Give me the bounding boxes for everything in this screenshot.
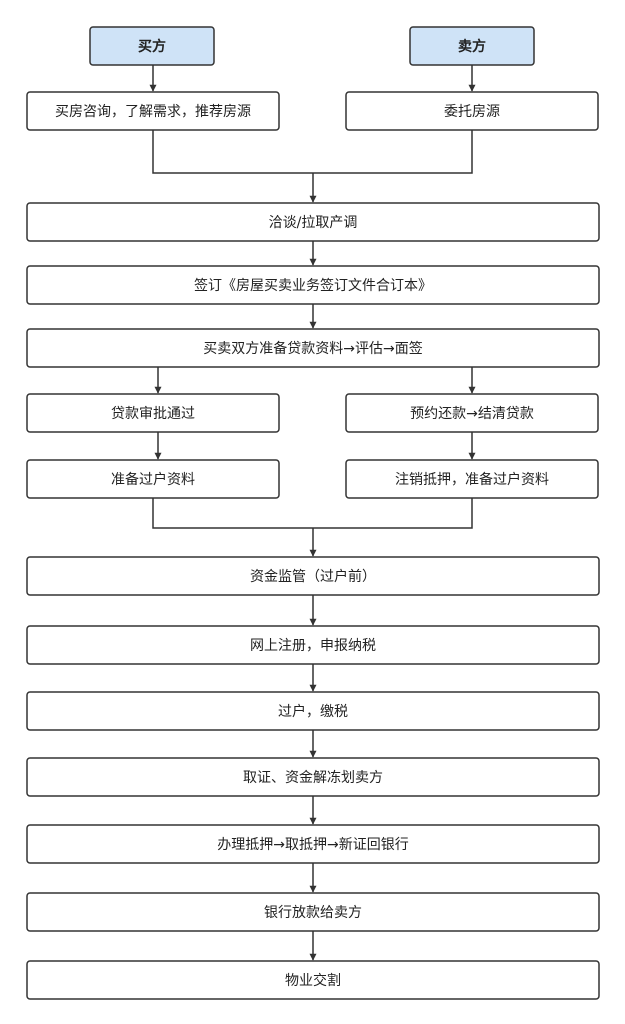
node-label: 贷款审批通过 <box>111 406 195 422</box>
merge-line-bottom <box>152 498 473 529</box>
node-handover: 物业交割 <box>26 960 600 1000</box>
node-bank-release: 银行放款给卖方 <box>26 892 600 932</box>
node-box <box>26 328 600 368</box>
node-box <box>345 91 599 131</box>
node-box <box>26 393 280 433</box>
node-seller-docs: 注销抵押，准备过户资料 <box>345 459 599 499</box>
node-online-reg: 网上注册，申报纳税 <box>26 625 600 665</box>
node-box <box>26 960 600 1000</box>
node-box <box>26 459 280 499</box>
node-box <box>26 202 600 242</box>
node-loan-approved: 贷款审批通过 <box>26 393 280 433</box>
node-box <box>89 26 215 66</box>
node-label: 买房咨询，了解需求，推荐房源 <box>55 104 251 120</box>
node-box <box>26 556 600 596</box>
node-box <box>26 757 600 797</box>
node-negotiate: 洽谈/拉取产调 <box>26 202 600 242</box>
node-buyer-consult: 买房咨询，了解需求，推荐房源 <box>26 91 280 131</box>
node-label: 银行放款给卖方 <box>264 905 362 921</box>
node-box <box>26 824 600 864</box>
node-buyer: 买方 <box>89 26 215 66</box>
node-escrow: 资金监管（过户前） <box>26 556 600 596</box>
node-label: 注销抵押，准备过户资料 <box>395 471 549 488</box>
node-sign: 签订《房屋买卖业务签订文件合订本》 <box>26 265 600 305</box>
node-label: 资金监管（过户前） <box>250 568 376 585</box>
node-prepare-loan: 买卖双方准备贷款资料→评估→面签 <box>26 328 600 368</box>
node-label: 买方 <box>138 38 166 55</box>
node-box <box>345 459 599 499</box>
node-buyer-docs: 准备过户资料 <box>26 459 280 499</box>
connector-layer <box>149 65 476 961</box>
node-box <box>409 26 535 66</box>
node-box <box>26 265 600 305</box>
merge-line-top <box>152 130 473 174</box>
node-box <box>345 393 599 433</box>
node-label: 取证、资金解冻划卖方 <box>243 769 383 786</box>
node-seller-list: 委托房源 <box>345 91 599 131</box>
node-label: 委托房源 <box>444 104 500 120</box>
node-label: 准备过户资料 <box>111 471 195 488</box>
node-transfer: 过户，缴税 <box>26 691 600 731</box>
node-label: 签订《房屋买卖业务签订文件合订本》 <box>194 277 432 294</box>
node-label: 过户，缴税 <box>278 703 348 720</box>
node-label: 卖方 <box>458 38 486 55</box>
node-label: 买卖双方准备贷款资料→评估→面签 <box>203 340 422 357</box>
node-label: 预约还款→结清贷款 <box>410 406 534 422</box>
node-box <box>26 892 600 932</box>
node-label: 洽谈/拉取产调 <box>269 215 358 231</box>
node-seller: 卖方 <box>409 26 535 66</box>
node-box <box>26 91 280 131</box>
node-repay-loan: 预约还款→结清贷款 <box>345 393 599 433</box>
node-box <box>26 691 600 731</box>
node-box <box>26 625 600 665</box>
node-label: 网上注册，申报纳税 <box>250 638 376 654</box>
node-mortgage: 办理抵押→取抵押→新证回银行 <box>26 824 600 864</box>
node-label: 物业交割 <box>285 972 341 989</box>
node-certificate: 取证、资金解冻划卖方 <box>26 757 600 797</box>
node-label: 办理抵押→取抵押→新证回银行 <box>217 837 408 853</box>
